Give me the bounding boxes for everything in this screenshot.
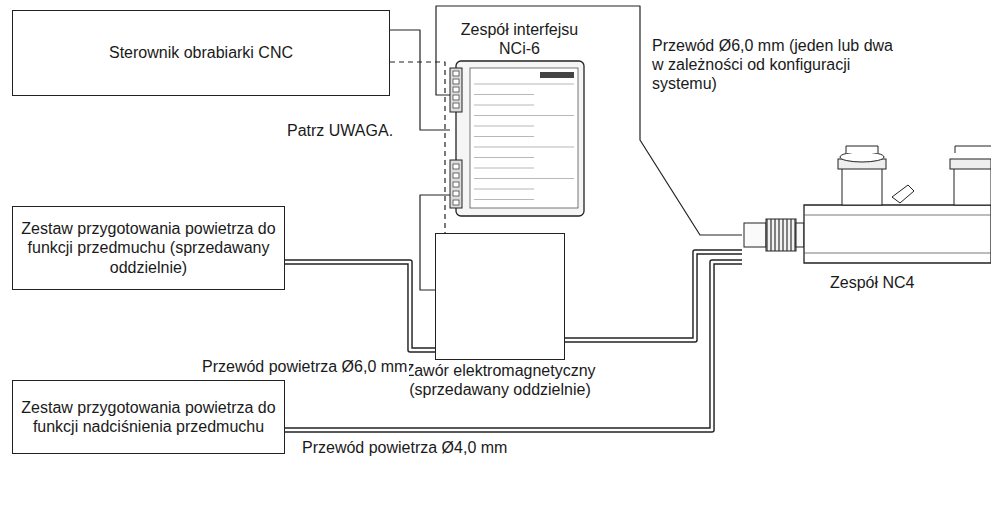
label-group: Sterownik obrabiarki CNC — [109, 43, 293, 62]
node-label: Sterownik obrabiarki CNC — [109, 43, 293, 62]
connector-stroke — [285, 262, 435, 350]
node-label: Zawór elektromagnetyczny (sprzedawany od… — [400, 361, 600, 399]
interface-unit: Zespół interfejsu NCi-6 — [450, 20, 585, 217]
node-label: Zestaw przygotowania powietrza do funkcj… — [21, 398, 276, 436]
solenoid-valve: Zawór elektromagnetyczny (sprzedawany od… — [400, 233, 600, 418]
note-label: Patrz UWAGA. — [287, 121, 393, 140]
connector-stroke — [565, 252, 742, 340]
valve-body — [435, 233, 565, 360]
air-hose — [285, 262, 435, 350]
nc4-unit: Zespół NC4 — [742, 145, 991, 305]
air-kit-box: Zestaw przygotowania powietrza do funkcj… — [12, 380, 285, 454]
connector-label: Przewód Ø6,0 mm (jeden lub dwa w zależno… — [650, 36, 899, 94]
signal-cable — [390, 30, 450, 130]
connector-stroke — [285, 262, 435, 350]
air-hose — [565, 252, 742, 340]
controller-box: Sterownik obrabiarki CNC — [12, 10, 390, 96]
optional-cable — [390, 62, 445, 233]
connector-stroke — [390, 30, 450, 130]
node-label: Zestaw przygotowania powietrza do funkcj… — [21, 219, 276, 277]
node-label: Zespół interfejsu NCi-6 — [454, 20, 585, 58]
connector-label: Przewód powietrza Ø6,0 mm — [200, 357, 409, 376]
label-group: Zestaw przygotowania powietrza do funkcj… — [21, 219, 276, 277]
nc4-unit-drawing — [742, 145, 991, 267]
connector-stroke — [390, 62, 445, 233]
interface-unit-drawing — [450, 60, 585, 217]
connector-label: Przewód powietrza Ø4,0 mm — [300, 438, 509, 457]
connector-stroke — [565, 252, 742, 340]
node-label: Zespół NC4 — [830, 273, 914, 292]
label-group: Zestaw przygotowania powietrza do funkcj… — [21, 398, 276, 436]
air-kit-box: Zestaw przygotowania powietrza do funkcj… — [12, 206, 285, 290]
